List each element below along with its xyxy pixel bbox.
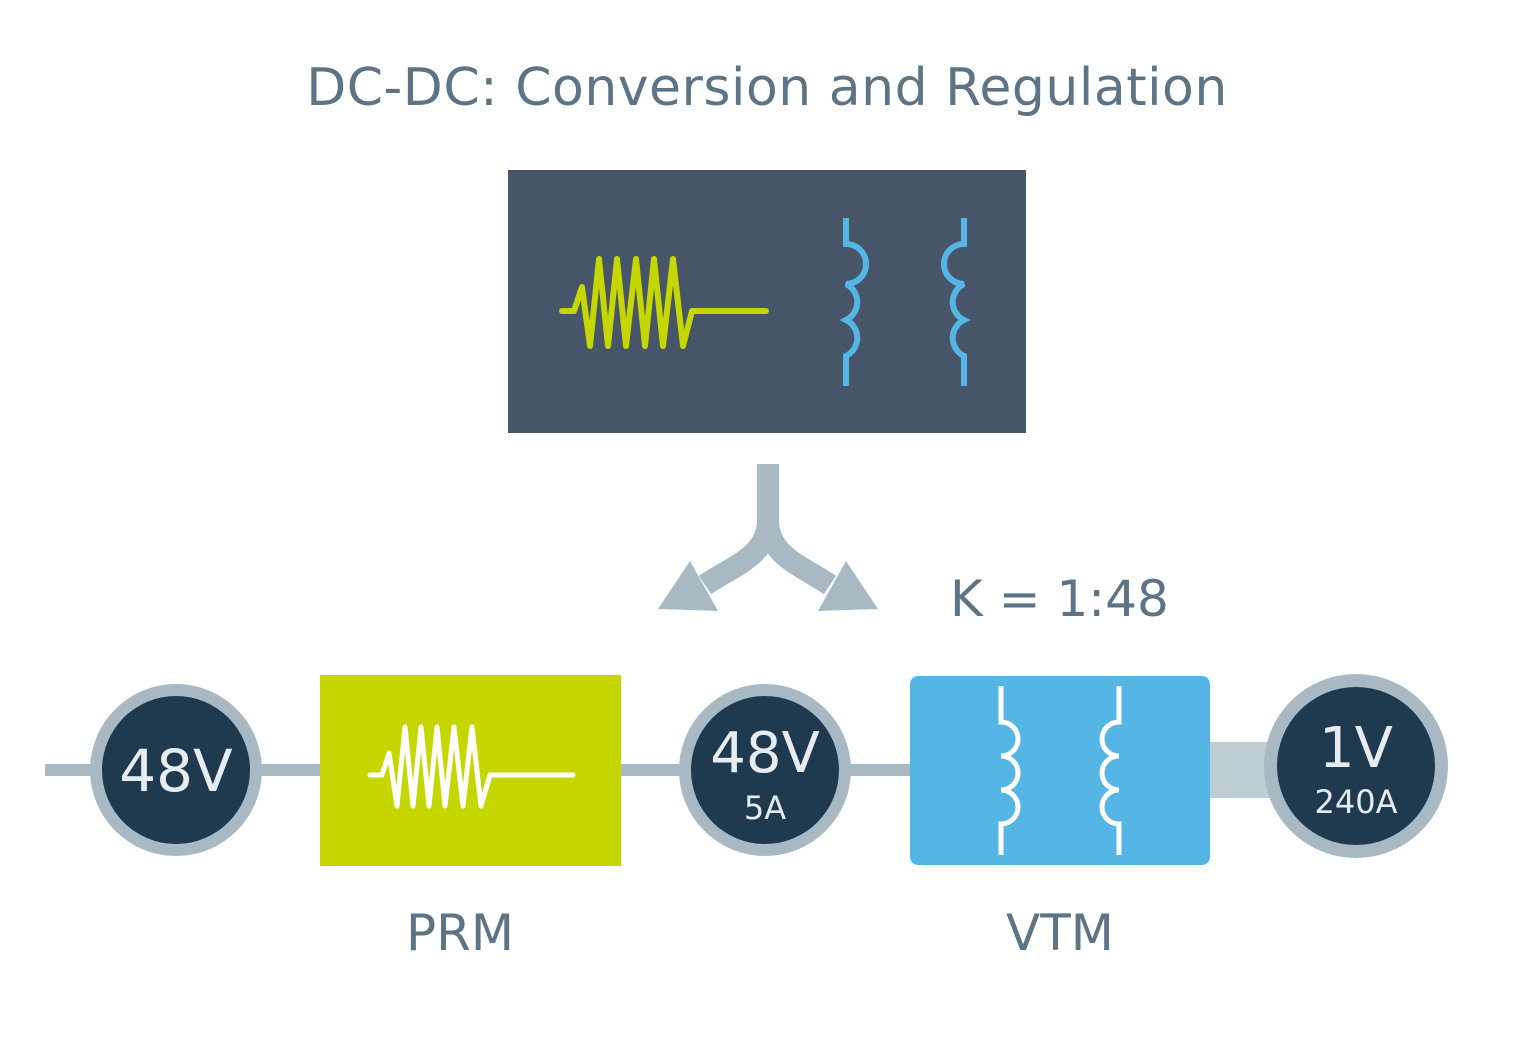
regulator-symbol: [559, 256, 769, 349]
node-input-voltage: 48V: [119, 737, 233, 805]
node-output-current: 240A: [1315, 783, 1398, 821]
split-arrow-right-branch: [757, 519, 837, 595]
node-middle: 48V 5A: [679, 684, 851, 856]
node-output-voltage: 1V: [1319, 716, 1393, 781]
split-arrow-right-head: [818, 561, 878, 611]
wire-prm-to-middle: [612, 764, 692, 776]
prm-label: PRM: [405, 904, 515, 962]
node-output: 1V 240A: [1264, 674, 1448, 858]
wire-middle-to-vtm: [840, 764, 920, 776]
prm-regulator-icon: [367, 724, 576, 809]
wire-input-lead: [45, 764, 105, 776]
transformer-symbol-secondary: [941, 218, 971, 386]
vtm-transformer-secondary-icon: [1099, 686, 1122, 855]
vtm-block: [910, 676, 1210, 865]
node-middle-current: 5A: [744, 789, 786, 827]
page-title: DC-DC: Conversion and Regulation: [306, 58, 1228, 118]
prm-block: [320, 675, 621, 866]
vtm-label: VTM: [1006, 904, 1114, 962]
conversion-ratio-label: K = 1:48: [950, 570, 1169, 628]
vtm-transformer-primary-icon: [998, 686, 1021, 855]
transformer-symbol-primary: [839, 218, 869, 386]
node-middle-voltage: 48V: [710, 721, 820, 786]
node-input: 48V: [90, 684, 262, 856]
wire-input-to-prm: [250, 764, 330, 776]
split-arrow-left-head: [658, 561, 718, 611]
